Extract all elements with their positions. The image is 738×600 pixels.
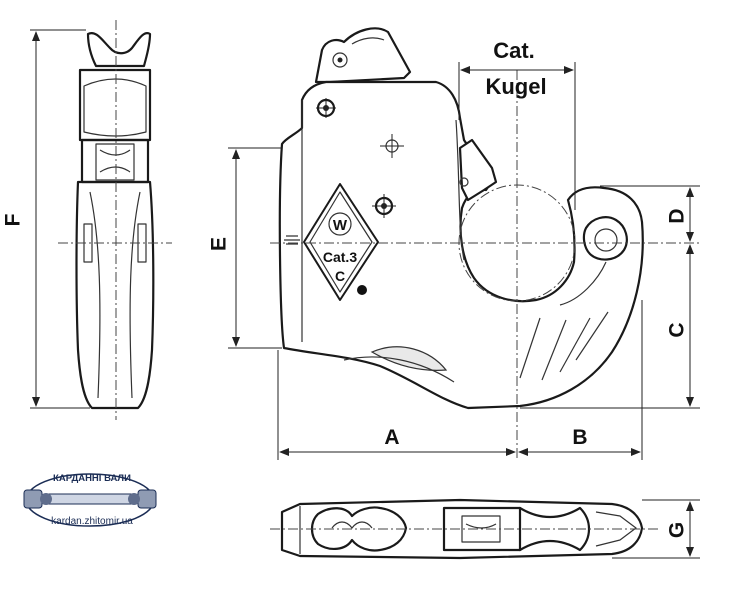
front-view bbox=[228, 27, 700, 460]
dim-label-A: A bbox=[384, 426, 399, 449]
emblem-letter: W bbox=[333, 217, 348, 234]
watermark-url: kardan.zhitomir.ua bbox=[51, 516, 133, 527]
dim-label-E: E bbox=[208, 237, 231, 251]
watermark-title: КАРДАННІ ВАЛИ bbox=[53, 473, 131, 484]
dim-label-cat: Cat. bbox=[493, 38, 535, 63]
bottom-view bbox=[270, 498, 700, 560]
dim-label-G: G bbox=[666, 522, 689, 538]
emblem-category: Cat.3 bbox=[323, 249, 357, 265]
watermark-logo bbox=[23, 473, 157, 527]
dim-label-C: C bbox=[666, 322, 689, 337]
emblem-sub: C bbox=[335, 268, 345, 284]
dim-label-kugel: Kugel bbox=[485, 74, 546, 99]
dim-label-D: D bbox=[666, 208, 689, 223]
dim-label-F: F bbox=[2, 213, 25, 226]
side-view bbox=[30, 20, 172, 420]
dim-label-B: B bbox=[572, 426, 587, 449]
driveshaft-icon bbox=[23, 489, 157, 509]
